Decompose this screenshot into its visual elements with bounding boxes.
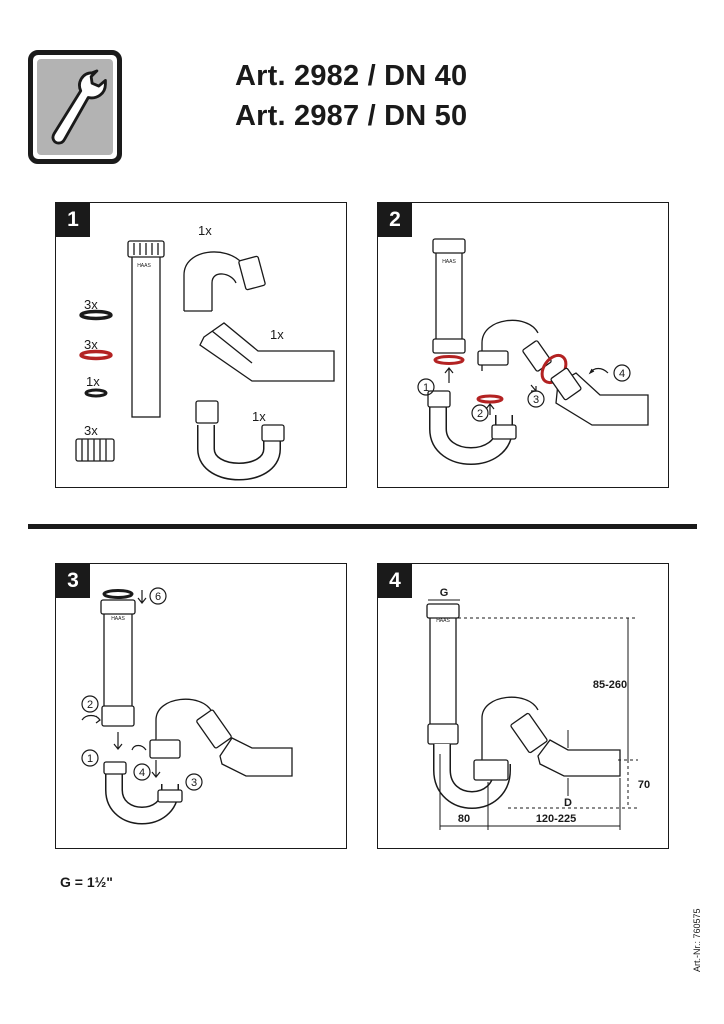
panel-3-assembly: HAAS 1 2 3 4 6 3 <box>55 563 347 849</box>
panel-4-dimensions: HAAS G 85-260 D 70 80 120-225 4 <box>377 563 669 849</box>
panel-2-drawing: HAAS 1 2 3 4 <box>417 238 649 465</box>
dim-width-left: 80 <box>458 813 470 825</box>
immersion-pipe <box>131 254 161 418</box>
title-line-2: Art. 2987 / DN 50 <box>235 100 468 132</box>
panel-1-parts-list: HAAS 3x 3x 1x 3x 1x 1x 1x 1 <box>55 202 347 488</box>
wrench-icon <box>37 59 113 155</box>
step-1-label: 1 <box>87 753 93 765</box>
step-6-label: 6 <box>155 591 161 603</box>
panel-2-assembly: HAAS 1 2 3 4 2 <box>377 202 669 488</box>
step-circle-4 <box>613 364 631 382</box>
panel-number-2: 2 <box>378 203 412 237</box>
elbow-bend <box>183 251 249 311</box>
dim-d: D <box>564 797 572 809</box>
outlet-pipe <box>199 322 335 382</box>
red-seal <box>79 349 113 361</box>
brand-mark: HAAS <box>111 616 125 622</box>
wrench-icon-box <box>28 50 122 164</box>
brand-mark: HAAS <box>436 618 450 624</box>
union-nut <box>75 438 115 462</box>
step-1-label: 1 <box>423 382 429 394</box>
title-line-1: Art. 2982 / DN 40 <box>235 60 468 92</box>
section-divider <box>28 524 697 529</box>
panel-4-drawing: HAAS G 85-260 D 70 80 120-225 <box>426 587 650 830</box>
qty-elbow-bend: 1x <box>198 223 212 238</box>
step-circle-2 <box>81 695 99 713</box>
panel-3-drawing: HAAS 1 2 3 4 6 <box>81 587 293 825</box>
step-3-label: 3 <box>191 777 197 789</box>
step-circle-2 <box>471 404 489 422</box>
brand-mark: HAAS <box>137 263 151 269</box>
qty-outlet-pipe: 1x <box>270 327 284 342</box>
step-2-label: 2 <box>87 699 93 711</box>
step-4-label: 4 <box>139 767 145 779</box>
small-black-seal <box>84 388 108 398</box>
thread-size-note: G = 1½" <box>60 874 113 890</box>
panel-number-4: 4 <box>378 564 412 598</box>
qty-black-seal: 3x <box>84 297 98 312</box>
qty-small-seal: 1x <box>86 374 100 389</box>
step-circle-3 <box>185 773 203 791</box>
qty-union-nut: 3x <box>84 423 98 438</box>
dim-g: G <box>440 587 449 599</box>
step-circle-1 <box>81 749 99 767</box>
brand-mark: HAAS <box>442 259 456 265</box>
step-3-label: 3 <box>533 394 539 406</box>
black-seal <box>79 309 113 321</box>
immersion-pipe <box>103 603 133 715</box>
step-2-label: 2 <box>477 408 483 420</box>
panel-number-1: 1 <box>56 203 90 237</box>
panel-number-3: 3 <box>56 564 90 598</box>
dim-width-right: 120-225 <box>536 813 576 825</box>
step-circle-4 <box>133 763 151 781</box>
qty-red-seal: 3x <box>84 337 98 352</box>
article-number: Art.-Nr.: 760575 <box>692 908 702 972</box>
immersion-pipe <box>429 609 457 731</box>
step-circle-1 <box>417 378 435 396</box>
qty-u-trap: 1x <box>252 409 266 424</box>
panel-1-drawing: HAAS 3x 3x 1x 3x 1x 1x 1x <box>75 223 335 481</box>
dim-offset: 70 <box>638 779 650 791</box>
step-4-label: 4 <box>619 368 625 380</box>
step-circle-6 <box>149 587 167 605</box>
dim-height: 85-260 <box>593 679 627 691</box>
